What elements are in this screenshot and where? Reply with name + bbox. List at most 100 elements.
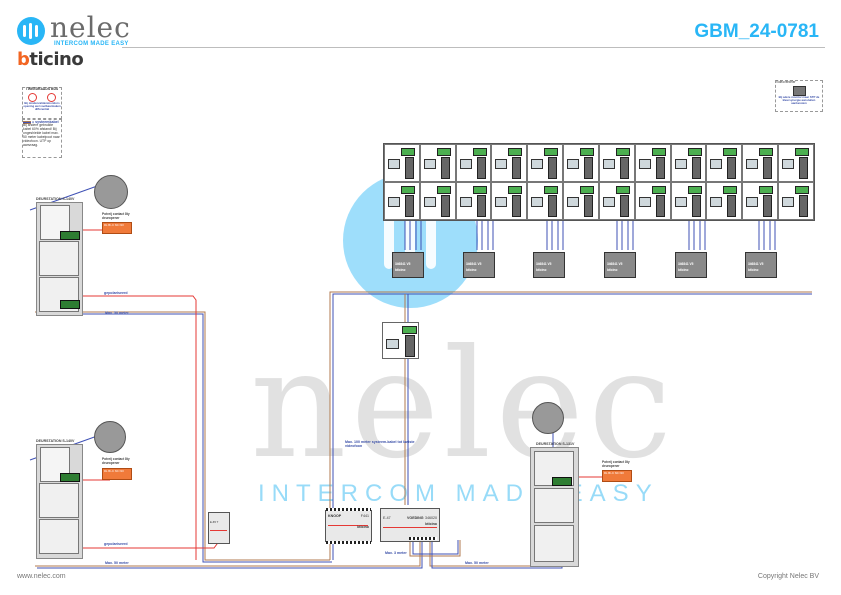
monitor-grid — [383, 143, 815, 221]
system-cable-note: = systeemkabel Bij andere gebruikte kabe… — [22, 119, 62, 158]
header: nelec INTERCOM MADE EASY bbticinoticino … — [0, 0, 841, 70]
monitor-board-icon — [584, 157, 594, 179]
monitor-screen-icon — [746, 197, 759, 207]
cable-node-psu — [409, 540, 461, 557]
monitor-terminal-icon — [401, 186, 415, 194]
label-max-top: Max. 50 meter — [105, 311, 129, 315]
monitor-screen-icon — [674, 159, 687, 169]
monitor-board-icon — [655, 195, 665, 217]
distributor-brand: bticino — [678, 268, 689, 272]
monitor-screen-icon — [423, 197, 436, 207]
brand-tagline: INTERCOM MADE EASY — [54, 41, 129, 47]
monitor-terminal-icon — [472, 148, 487, 156]
brand-name: nelec — [50, 11, 131, 44]
monitor-cell — [634, 182, 671, 220]
monitor-cell — [634, 144, 671, 182]
monitor-screen-icon — [638, 197, 651, 207]
node-code: F441 — [360, 514, 369, 518]
door-station-3: DEURSTATION S-131V Potvrij contact 8ty d… — [520, 400, 640, 570]
monitor-board-icon — [691, 195, 701, 217]
monitor-cell — [491, 182, 528, 220]
door-station-2: DEURSTATION S-140V Potvrij contact 8ty d… — [20, 421, 200, 570]
monitor-terminal-icon — [436, 186, 451, 194]
monitor-board-icon — [799, 157, 809, 179]
monitor-board-icon — [799, 195, 809, 217]
monitor-terminal-icon — [401, 148, 415, 156]
door-station-title: DEURSTATION S-140V — [36, 197, 75, 201]
relay-block: RL Br-C NC NO — [102, 222, 132, 234]
terminal-block — [60, 300, 80, 309]
psu-sub: E-47 — [383, 516, 391, 520]
monitor-terminal-icon — [402, 326, 417, 334]
terminal-block — [60, 231, 80, 240]
distributor-brand: bticino — [466, 268, 477, 272]
monitor-screen-icon — [531, 197, 544, 207]
cable-node-psu-b — [412, 540, 459, 555]
monitor-screen-icon — [388, 159, 400, 169]
monitor-screen-icon — [459, 197, 472, 207]
monitor-board-icon — [584, 195, 594, 217]
monitor-cell — [742, 182, 779, 220]
monitor-board-icon — [548, 157, 558, 179]
distributor-device: 346841 V5 bticino — [604, 252, 636, 278]
relay-terminals: RL Br-C NC NO — [104, 223, 124, 227]
distributor-code: 346841 V5 — [678, 262, 694, 266]
monitor-cell — [778, 182, 814, 220]
door-station-module — [534, 488, 574, 523]
monitor-cell — [670, 144, 707, 182]
relay-title: Potvrij contact 8ty deuropener — [602, 460, 630, 468]
label-polarized-1: gepolariseerd — [104, 291, 128, 295]
distributor-brand: bticino — [748, 268, 759, 272]
monitor-cell — [670, 182, 707, 220]
monitor-screen-icon — [602, 159, 615, 169]
monitor-terminal-icon — [580, 186, 595, 194]
monitor-terminal-icon — [651, 186, 666, 194]
distributor-brand: bticino — [607, 268, 618, 272]
monitor-screen-icon — [495, 197, 508, 207]
monitor-screen-icon — [386, 339, 399, 349]
prohibited-icon — [47, 92, 56, 102]
monitor-board-icon — [405, 195, 414, 217]
polarized-wire-1 — [70, 295, 197, 560]
monitor-cell — [491, 144, 528, 182]
monitor-screen-icon — [638, 159, 651, 169]
cable-legend-icon — [23, 120, 31, 124]
monitor-board-icon — [727, 195, 737, 217]
zoom-callout — [94, 175, 128, 209]
monitor-screen-icon — [388, 197, 400, 207]
monitor-board-icon — [619, 195, 629, 217]
monitor-board-icon — [512, 157, 522, 179]
header-rule — [122, 47, 825, 48]
distributor-code: 346841 V5 — [607, 262, 623, 266]
monitor-board-icon — [476, 195, 486, 217]
distributor-riser-wires — [404, 160, 776, 250]
cable-ds1 — [35, 311, 330, 561]
monitor-screen-icon — [602, 197, 615, 207]
small-psu-device: E-65 T — [208, 512, 230, 544]
monitor-board-icon — [619, 157, 629, 179]
monitor-cell — [455, 144, 492, 182]
monitor-screen-icon — [423, 159, 436, 169]
node-brand: bticino — [357, 525, 369, 529]
monitor-cell — [419, 144, 456, 182]
monitor-screen-icon — [674, 197, 687, 207]
monitor-terminal-icon — [687, 186, 702, 194]
terminal-block — [552, 477, 572, 486]
monitor-screen-icon — [495, 159, 508, 169]
partner-logo: bbticinoticino — [17, 49, 84, 70]
label-max-bottom-right: Max. 50 meter — [465, 561, 489, 565]
monitor-cell — [706, 182, 743, 220]
footer-website[interactable]: www.nelec.com — [17, 573, 66, 580]
monitor-cell — [419, 182, 456, 220]
small-psu-name: E-65 T — [210, 520, 219, 524]
label-system-cable-note: Max. 100 meter systeem-kabel tot laatste… — [345, 440, 415, 448]
note-warning: Bij mindervalidenmonitors opening wel vo… — [23, 100, 61, 112]
monitor-cell — [706, 144, 743, 182]
monitor-screen-icon — [782, 197, 795, 207]
extra-monitor — [382, 322, 419, 359]
relay-title: Potvrij contact 8ty deuropener — [102, 457, 130, 465]
power-supply-device: E-47 VOEDING 346020 bticino — [380, 508, 440, 542]
monitor-screen-icon — [710, 197, 723, 207]
